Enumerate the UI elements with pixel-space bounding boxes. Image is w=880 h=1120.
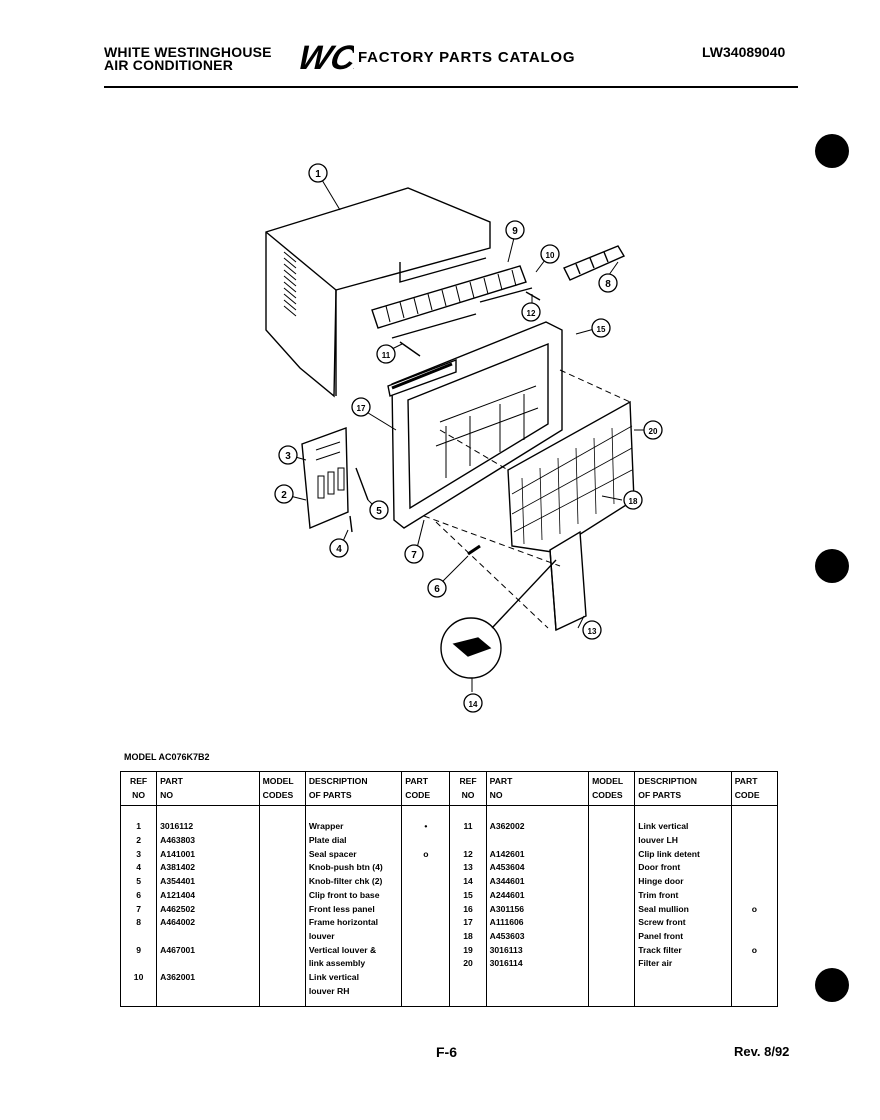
callout-4: 4 bbox=[336, 544, 342, 555]
filter-panel bbox=[507, 400, 635, 553]
wci-logo-text: WCI bbox=[294, 39, 354, 74]
revision-date: Rev. 8/92 bbox=[734, 1044, 790, 1059]
brand-line-2: AIR CONDITIONER bbox=[104, 57, 233, 73]
callout-17: 17 bbox=[357, 404, 366, 413]
door-front bbox=[549, 530, 587, 632]
right-part-code-column: o o bbox=[730, 805, 779, 1008]
callout-13: 13 bbox=[588, 627, 597, 636]
callout-12: 12 bbox=[527, 309, 536, 318]
callout-9: 9 bbox=[512, 226, 518, 237]
vertical-louver-assembly bbox=[371, 265, 533, 339]
callout-7: 7 bbox=[411, 550, 417, 561]
callout-10: 10 bbox=[546, 251, 555, 260]
header-rule bbox=[104, 86, 798, 88]
right-model-codes-column bbox=[588, 805, 636, 1008]
callout-1: 1 bbox=[315, 169, 321, 180]
control-panel bbox=[301, 427, 349, 530]
callout-6: 6 bbox=[434, 584, 440, 595]
callout-20: 20 bbox=[649, 427, 658, 436]
callout-18: 18 bbox=[629, 497, 638, 506]
left-model-codes-column bbox=[258, 805, 306, 1008]
left-part-code-column: • o bbox=[401, 805, 451, 1008]
wrapper-cabinet bbox=[265, 187, 491, 398]
brand-name: WHITE WESTINGHOUSE AIR CONDITIONER bbox=[104, 44, 272, 73]
horizontal-louver-part bbox=[563, 245, 626, 281]
catalog-title: FACTORY PARTS CATALOG bbox=[358, 49, 576, 66]
callout-5: 5 bbox=[376, 506, 382, 517]
detail-circle bbox=[440, 559, 557, 679]
front-panel-frame bbox=[387, 321, 563, 529]
callout-14: 14 bbox=[469, 700, 478, 709]
callout-11: 11 bbox=[382, 351, 391, 360]
binder-hole-middle bbox=[815, 549, 849, 583]
catalog-code: LW34089040 bbox=[702, 44, 786, 60]
small-parts bbox=[349, 291, 541, 556]
callout-3: 3 bbox=[285, 451, 291, 462]
callout-2: 2 bbox=[281, 490, 287, 501]
callout-bubbles bbox=[274, 163, 663, 713]
binder-hole-top bbox=[815, 134, 849, 168]
wci-logo: WCI bbox=[294, 39, 354, 74]
model-label: MODEL AC076K7B2 bbox=[124, 752, 210, 762]
binder-hole-bottom bbox=[815, 968, 849, 1002]
brand-line-1: WHITE WESTINGHOUSE bbox=[104, 44, 272, 60]
callout-8: 8 bbox=[605, 279, 611, 290]
callout-15: 15 bbox=[597, 325, 606, 334]
exploded-parts-diagram: 1 2 3 4 5 6 7 8 9 10 11 12 13 14 15 17 1… bbox=[265, 163, 663, 713]
page-number: F-6 bbox=[436, 1044, 457, 1060]
